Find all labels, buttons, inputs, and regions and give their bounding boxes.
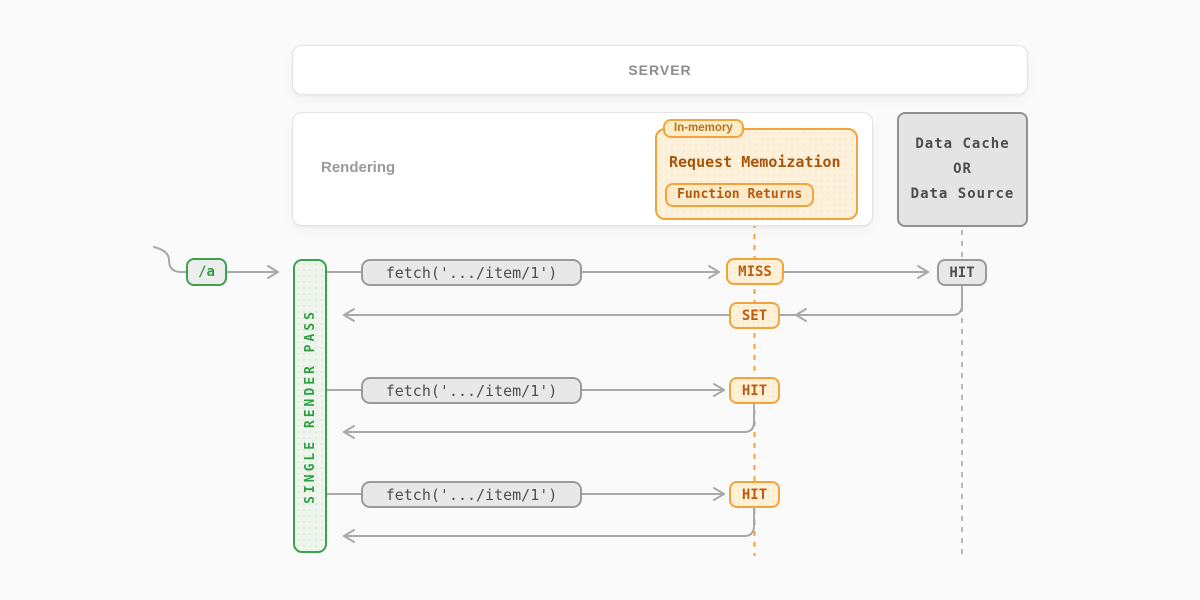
data-cache-box: Data Cache OR Data Source [897, 112, 1028, 227]
route-badge: /a [186, 258, 227, 286]
fetch-pill-2: fetch('.../item/1') [361, 377, 582, 404]
server-label: SERVER [628, 62, 692, 78]
row3-request-arrowhead [713, 487, 725, 501]
miss-badge: MISS [726, 258, 784, 285]
in-memory-tag: In-memory [663, 119, 744, 138]
function-returns-chip: Function Returns [665, 183, 815, 207]
single-render-pass-bar: SINGLE RENDER PASS [293, 259, 327, 553]
single-render-pass-label: SINGLE RENDER PASS [302, 308, 318, 504]
server-panel: SERVER [292, 45, 1028, 95]
row3-return-line [343, 507, 755, 537]
row1-return-line [343, 286, 963, 316]
set-badge: SET [729, 302, 780, 329]
rendering-label: Rendering [321, 159, 396, 176]
row2-request-arrowhead [713, 383, 725, 397]
row2-return-line [343, 403, 755, 433]
row1-return-arrowhead [343, 308, 355, 322]
row1-cache-arrowhead [917, 265, 929, 279]
row2-return-arrowhead [343, 425, 355, 439]
memo-hit-label-3: HIT [741, 486, 768, 503]
memo-hit-badge-3: HIT [729, 481, 780, 508]
fetch-label-2: fetch('.../item/1') [385, 381, 558, 400]
fetch-label-3: fetch('.../item/1') [385, 485, 558, 504]
row1-request-arrowhead [708, 265, 720, 279]
row3-return-arrowhead [343, 529, 355, 543]
cache-hit-badge: HIT [937, 259, 987, 286]
memo-hit-badge-2: HIT [729, 377, 780, 404]
fetch-pill-3: fetch('.../item/1') [361, 481, 582, 508]
data-cache-line1: Data Cache [915, 136, 1010, 152]
route-to-bar-arrowhead [267, 265, 279, 279]
row1-return-arrowhead-mid [795, 308, 807, 322]
route-label: /a [198, 264, 215, 280]
data-cache-line2: OR [953, 161, 972, 177]
set-label: SET [741, 307, 768, 324]
cache-hit-label: HIT [949, 264, 975, 281]
memo-hit-label-2: HIT [741, 382, 768, 399]
data-cache-line3: Data Source [910, 186, 1015, 202]
fetch-pill-1: fetch('.../item/1') [361, 259, 582, 286]
entry-line [153, 246, 187, 273]
request-memoization-box: In-memory Request Memoization Function R… [655, 119, 858, 220]
request-memoization-title: Request Memoization [669, 153, 841, 171]
miss-label: MISS [738, 263, 772, 280]
fetch-label-1: fetch('.../item/1') [385, 263, 558, 282]
